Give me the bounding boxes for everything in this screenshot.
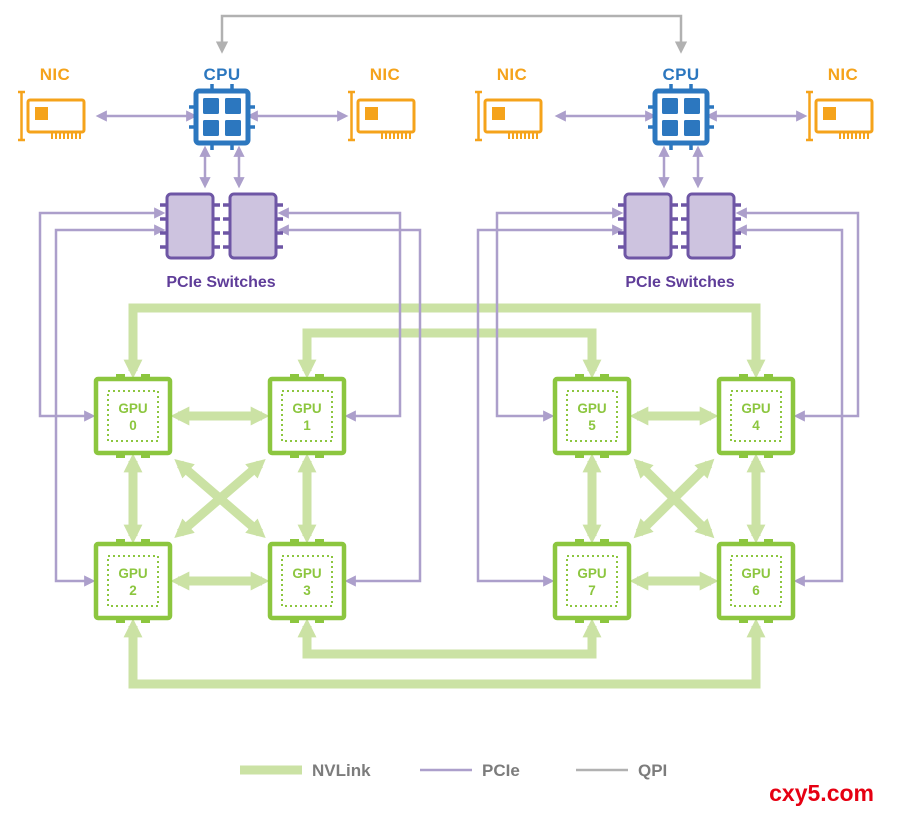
gpu-number: 2 xyxy=(129,583,137,598)
gpu-chip-icon xyxy=(96,539,170,623)
pcie-switch-chip-icon xyxy=(221,192,285,260)
nic-card-icon xyxy=(16,90,86,142)
nic-label: NIC xyxy=(828,65,858,84)
legend-pcie-label: PCIe xyxy=(482,761,520,780)
pcie-switch1-gpu4 xyxy=(735,207,860,422)
nvlink-gpu1-gpu2 xyxy=(174,459,266,538)
gpu-number: 4 xyxy=(752,418,760,433)
gpu-label: GPU xyxy=(292,401,321,416)
pcie-switch-group-1: PCIe Switches xyxy=(616,192,743,291)
cpu-0: CPU xyxy=(189,65,255,150)
nvlink-gpu0-gpu4 xyxy=(123,303,766,379)
gpu-label: GPU xyxy=(577,566,606,581)
gpu-label: GPU xyxy=(741,401,770,416)
gpu-chip-icon xyxy=(719,539,793,623)
gpu-chip-icon xyxy=(96,374,170,458)
pcie-switch-chip-icon xyxy=(158,192,222,260)
nic-3: NIC xyxy=(804,65,874,142)
pcie-switch0-gpu0 xyxy=(38,207,166,422)
gpu-chip-icon xyxy=(555,539,629,623)
gpu-number: 3 xyxy=(303,583,311,598)
pcie-switch1-gpu6 xyxy=(735,224,844,587)
gpu-0: GPU 0 xyxy=(96,374,170,458)
nvlink-gpu3-gpu7 xyxy=(297,618,602,659)
gpu-number: 5 xyxy=(588,418,596,433)
legend: NVLink PCIe QPI xyxy=(240,761,667,780)
gpu-chip-icon xyxy=(555,374,629,458)
legend-nvlink-label: NVLink xyxy=(312,761,371,780)
pcie-connections xyxy=(38,110,860,587)
gpu-1: GPU 1 xyxy=(270,374,344,458)
gpu-number: 7 xyxy=(588,583,596,598)
pcie-switch0-gpu1 xyxy=(277,207,402,422)
gpu-3: GPU 3 xyxy=(270,539,344,623)
pcie-switch0-gpu3 xyxy=(277,224,422,587)
gpu-label: GPU xyxy=(118,566,147,581)
cpu-label: CPU xyxy=(203,65,240,84)
gpu-7: GPU 7 xyxy=(555,539,629,623)
gpu-label: GPU xyxy=(741,566,770,581)
nic-label: NIC xyxy=(497,65,527,84)
pcie-switch1-gpu5 xyxy=(495,207,624,422)
nic-2: NIC xyxy=(473,65,543,142)
watermark-text: cxy5.com xyxy=(769,780,874,806)
gpu-4: GPU 4 xyxy=(719,374,793,458)
gpu-6: GPU 6 xyxy=(719,539,793,623)
nic-0: NIC xyxy=(16,65,86,142)
gpu-label: GPU xyxy=(577,401,606,416)
pcie-switches-label: PCIe Switches xyxy=(625,274,734,291)
nic-label: NIC xyxy=(40,65,70,84)
gpu-label: GPU xyxy=(118,401,147,416)
nic-label: NIC xyxy=(370,65,400,84)
pcie-switch-group-0: PCIe Switches xyxy=(158,192,285,291)
gpu-chip-icon xyxy=(270,539,344,623)
cpu-chip-icon xyxy=(648,84,714,150)
pcie-switch1-gpu7 xyxy=(476,224,624,587)
pcie-switch-chip-icon xyxy=(679,192,743,260)
pcie-switches-label: PCIe Switches xyxy=(166,274,275,291)
nvlink-gpu1-gpu5 xyxy=(297,328,602,379)
gpu-2: GPU 2 xyxy=(96,539,170,623)
gpu-label: GPU xyxy=(292,566,321,581)
gpu-number: 1 xyxy=(303,418,311,433)
cpu-1: CPU xyxy=(648,65,714,150)
gpu-number: 0 xyxy=(129,418,137,433)
legend-qpi-label: QPI xyxy=(638,761,667,780)
cpu-chip-icon xyxy=(189,84,255,150)
gpu-chip-icon xyxy=(270,374,344,458)
gpu-chip-icon xyxy=(719,374,793,458)
nvlink-connections xyxy=(123,303,766,689)
pcie-switch0-gpu2 xyxy=(54,224,166,587)
pcie-switch-chip-icon xyxy=(616,192,680,260)
cpu-label: CPU xyxy=(662,65,699,84)
nic-card-icon xyxy=(346,90,416,142)
nic-1: NIC xyxy=(346,65,416,142)
gpu-number: 6 xyxy=(752,583,760,598)
nic-card-icon xyxy=(473,90,543,142)
nvlink-gpu4-gpu7 xyxy=(633,458,715,539)
gpu-5: GPU 5 xyxy=(555,374,629,458)
qpi-cpu0-cpu1 xyxy=(215,14,688,54)
nic-card-icon xyxy=(804,90,874,142)
nvlink-gpu2-gpu6 xyxy=(123,618,766,689)
